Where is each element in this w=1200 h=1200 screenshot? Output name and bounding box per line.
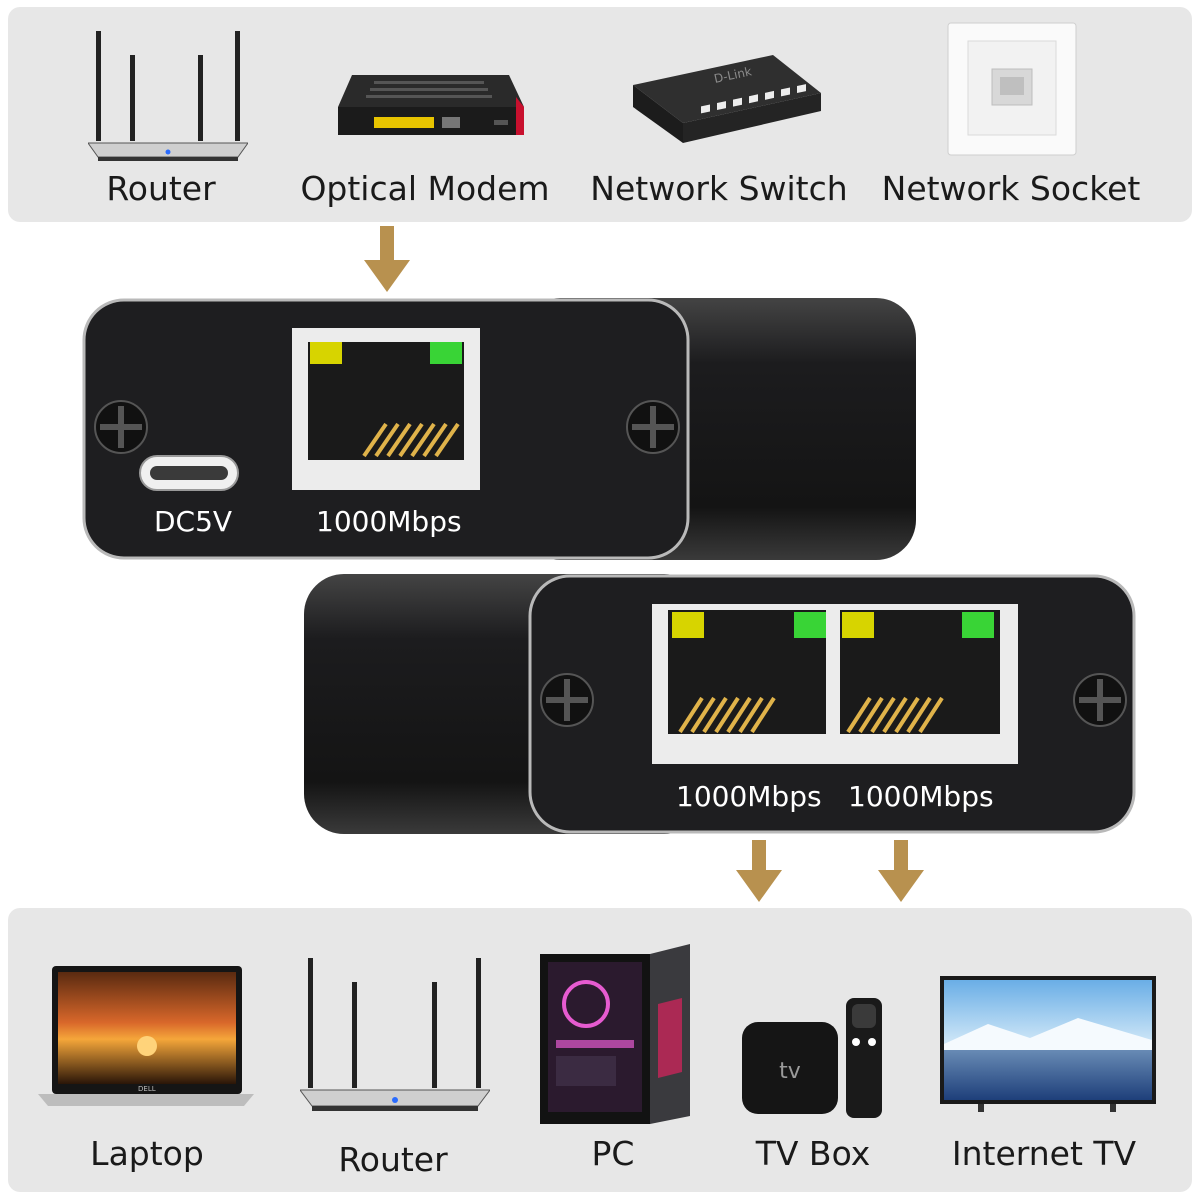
screw-icon <box>94 400 148 454</box>
target-devices-panel: DELL tv <box>8 908 1192 1192</box>
power-port-label: DC5V <box>154 505 233 538</box>
svg-text:DELL: DELL <box>138 1085 156 1093</box>
laptop-icon: DELL <box>38 966 254 1106</box>
pc-tower-icon <box>540 944 690 1124</box>
adapter-input-side <box>82 298 916 560</box>
ethernet-port-2-label: 1000Mbps <box>848 780 994 813</box>
arrow-down-icon <box>364 226 410 292</box>
optical-modem-icon <box>338 75 524 135</box>
router-icon <box>300 958 490 1111</box>
device-label-tv-box: TV Box <box>755 1134 871 1173</box>
adapter-output-side <box>304 574 1136 834</box>
ethernet-port-label: 1000Mbps <box>316 505 462 538</box>
device-label-optical-modem: Optical Modem <box>300 169 550 208</box>
device-label-laptop: Laptop <box>90 1134 204 1173</box>
svg-text:tv: tv <box>779 1059 801 1084</box>
network-switch-icon: D-Link <box>633 55 821 143</box>
device-label-router: Router <box>338 1140 448 1179</box>
ethernet-port-1-label: 1000Mbps <box>676 780 822 813</box>
arrow-down-icon <box>878 840 924 902</box>
router-icon <box>88 31 248 161</box>
internet-tv-icon <box>940 976 1156 1112</box>
device-label-pc: PC <box>591 1134 635 1173</box>
source-devices-panel: D-Link Router Optical Modem Network Swit… <box>8 7 1192 222</box>
device-label-router: Router <box>106 169 216 208</box>
tv-box-icon: tv <box>742 998 882 1118</box>
device-label-network-socket: Network Socket <box>881 169 1141 208</box>
network-socket-icon <box>947 22 1077 156</box>
device-label-internet-tv: Internet TV <box>951 1134 1137 1173</box>
arrow-down-icon <box>736 840 782 902</box>
device-label-network-switch: Network Switch <box>590 169 848 208</box>
